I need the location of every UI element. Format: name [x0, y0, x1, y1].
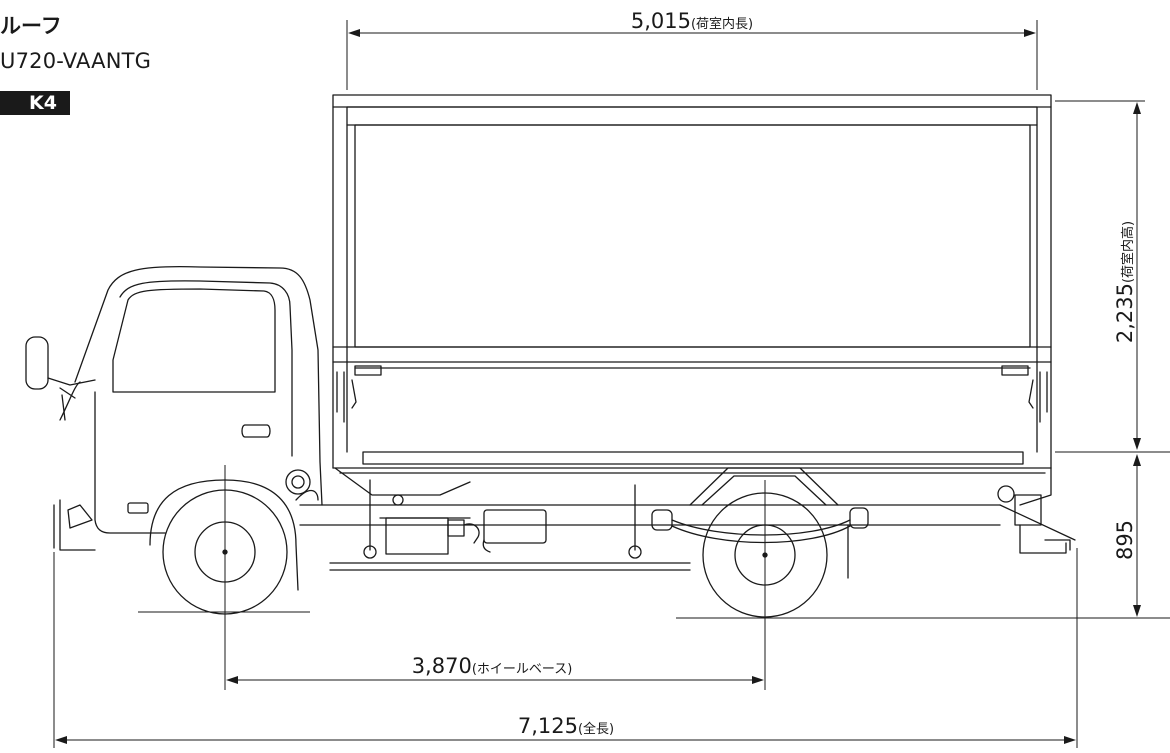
cab: [25, 265, 323, 591]
dimension-lines: [53, 20, 1170, 748]
wheelbase-value: 3,870: [412, 654, 472, 678]
cargo-length-label: 5,015(荷室内長): [631, 9, 753, 33]
cargo-height-note: (荷室内高): [1120, 221, 1136, 283]
cargo-length-note: (荷室内長): [691, 16, 753, 32]
cargo-length-value: 5,015: [631, 9, 691, 33]
chassis-frame: [299, 467, 1076, 579]
wheelbase-label: 3,870(ホイールベース): [412, 654, 573, 678]
page-title: ルーフ: [0, 14, 62, 38]
cargo-height-value: 2,235: [1113, 283, 1137, 343]
overall-length-note: (全長): [578, 721, 614, 737]
overall-length-value: 7,125: [518, 714, 578, 738]
dimension-arrowheads: [55, 29, 1141, 744]
grade-badge-label: K4: [29, 92, 57, 114]
model-code: U720-VAANTG: [0, 49, 152, 73]
floor-height-value: 895: [1113, 520, 1137, 560]
grade-badge: K4: [0, 91, 70, 115]
cargo-height-label: 2,235(荷室内高): [1113, 221, 1137, 343]
overall-length-label: 7,125(全長): [518, 714, 614, 738]
cargo-box: [332, 94, 1052, 506]
wheelbase-note: (ホイールベース): [472, 662, 573, 677]
